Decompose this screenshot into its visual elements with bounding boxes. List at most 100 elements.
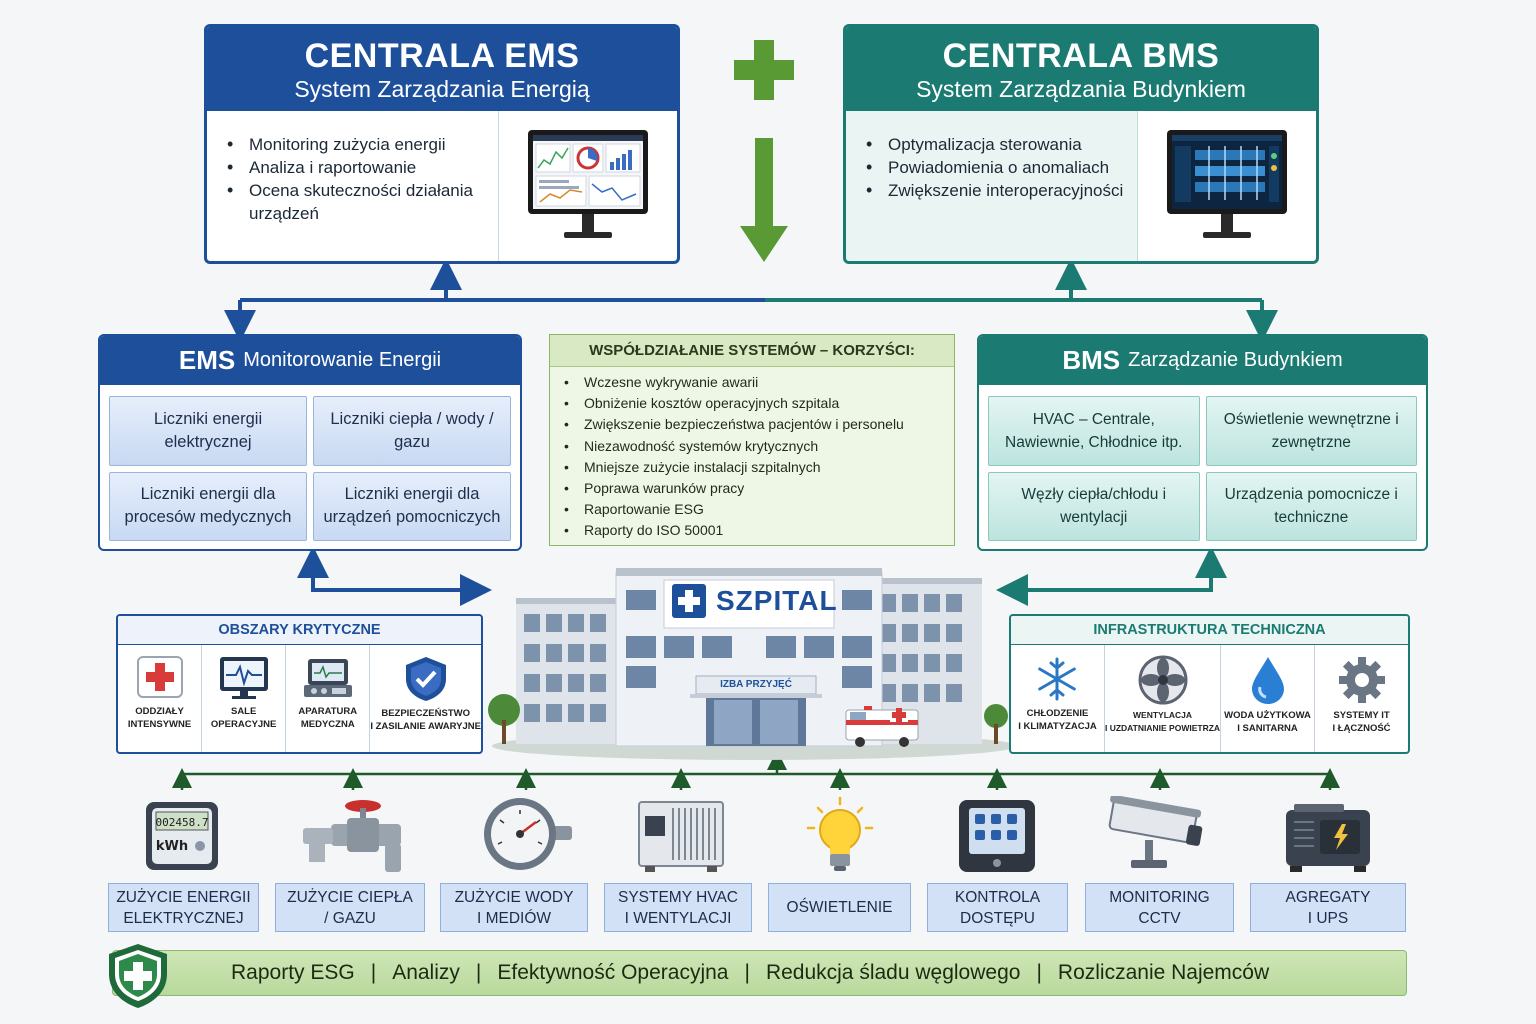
- ems-cell-electric-meters: Liczniki energii elektrycznej: [109, 396, 307, 466]
- ambulance-icon: [845, 706, 919, 747]
- entrance-sign: IZBA PRZYJĘĆ: [720, 679, 792, 690]
- footer-item-tenants: Rozliczanie Najemców: [1057, 961, 1270, 984]
- bms-management-header: BMS Zarządzanie Budynkiem: [979, 336, 1426, 385]
- ems-cell-heat-water-gas-meters: Liczniki ciepła / wody / gazu: [313, 396, 511, 466]
- footer-bar: Raporty ESG | Analizy | Efektywność Oper…: [112, 950, 1407, 996]
- list-item: Raportowanie ESG: [564, 499, 954, 520]
- footer-item-analytics: Analizy: [392, 961, 460, 984]
- hospital-cross-icon: [672, 584, 706, 618]
- cctv-camera-icon: [1105, 795, 1215, 877]
- medical-device-icon: [303, 659, 352, 697]
- ems-monitoring-panel: EMS Monitorowanie Energii Liczniki energ…: [98, 334, 522, 551]
- list-item: Obniżenie kosztów operacyjnych szpitala: [564, 393, 954, 414]
- list-item: Niezawodność systemów krytycznych: [564, 436, 954, 457]
- water-drop-icon: [1251, 657, 1284, 704]
- ems-box-subtitle: Monitorowanie Energii: [243, 349, 442, 371]
- tech-infrastructure-title: INFRASTRUKTURA TECHNICZNA: [1011, 616, 1408, 645]
- list-item: Optymalizacja sterowania: [866, 133, 1127, 156]
- shield-cross-icon: [109, 944, 167, 1008]
- analytics-monitor-icon: [528, 130, 648, 238]
- ems-central-features: Monitoring zużycia energii Analiza i rap…: [207, 111, 499, 261]
- ecg-monitor-icon: [219, 657, 268, 699]
- footer-item-carbon: Redukcja śladu węglowego: [765, 961, 1021, 984]
- benefits-title: WSPÓŁDZIAŁANIE SYSTEMÓW – KORZYŚCI:: [550, 335, 954, 367]
- footer-item-esg: Raporty ESG: [231, 961, 355, 984]
- bms-central-panel: CENTRALA BMS System Zarządzania Budynkie…: [843, 24, 1319, 264]
- generator-icon: [1273, 795, 1383, 877]
- list-item: Powiadomienia o anomaliach: [866, 156, 1127, 179]
- ems-central-panel: CENTRALA EMS System Zarządzania Energią …: [204, 24, 680, 264]
- hospital-sign-text: SZPITAL: [716, 585, 838, 616]
- ems-cell-medical-process-meters: Liczniki energii dla procesów medycznych: [109, 471, 307, 541]
- bms-cell-hvac: HVAC – Centrale, Nawiewnie, Chłodnice it…: [988, 396, 1200, 466]
- device-label-heat-gas: ZUŻYCIE CIEPŁA/ GAZU: [275, 883, 425, 932]
- bms-central-subtitle: System Zarządzania Budynkiem: [916, 76, 1246, 102]
- light-bulb-icon: [785, 795, 895, 877]
- pressure-gauge-icon: [471, 795, 581, 877]
- footer-separator: |: [370, 961, 377, 984]
- meter-unit: kWh: [156, 839, 188, 854]
- footer-separator: |: [475, 961, 482, 984]
- bms-central-header: CENTRALA BMS System Zarządzania Budynkie…: [846, 27, 1316, 111]
- ems-monitoring-header: EMS Monitorowanie Energii: [100, 336, 520, 385]
- ems-central-title: CENTRALA EMS: [304, 37, 580, 75]
- green-down-arrow-icon: [740, 138, 788, 262]
- critical-areas-title: OBSZARY KRYTYCZNE: [118, 616, 481, 645]
- monitor-cross-icon: [136, 656, 183, 698]
- list-item: Monitoring zużycia energii: [227, 133, 488, 156]
- snowflake-icon: [1038, 657, 1077, 701]
- hospital-sign: SZPITAL: [672, 584, 838, 618]
- ems-box-title: EMS: [178, 345, 236, 375]
- bms-cell-lighting: Oświetlenie wewnętrzne i zewnętrzne: [1205, 396, 1417, 466]
- scada-monitor-icon: [1167, 130, 1287, 238]
- hvac-unit-icon: [626, 795, 736, 877]
- bms-central-features: Optymalizacja sterowania Powiadomienia o…: [846, 111, 1138, 261]
- bms-cell-auxiliary-devices: Urządzenia pomocnicze i techniczne: [1205, 471, 1417, 541]
- ems-cell-auxiliary-meters: Liczniki energii dla urządzeń pomocniczy…: [313, 471, 511, 541]
- list-item: Wczesne wykrywanie awarii: [564, 372, 954, 393]
- valve-tap-icon: [298, 795, 408, 877]
- meter-digits: 002458.7: [156, 816, 209, 829]
- benefits-panel: WSPÓŁDZIAŁANIE SYSTEMÓW – KORZYŚCI: Wcze…: [549, 334, 955, 546]
- gear-icon: [1338, 657, 1385, 703]
- shield-check-icon: [405, 657, 446, 701]
- electric-meter-icon: 002458.7 kWh: [127, 795, 237, 877]
- benefits-list: Wczesne wykrywanie awarii Obniżenie kosz…: [550, 367, 954, 542]
- list-item: Poprawa warunków pracy: [564, 478, 954, 499]
- footer-separator: |: [744, 961, 750, 984]
- list-item: Ocena skuteczności działania urządzeń: [227, 179, 488, 225]
- device-label-lighting: OŚWIETLENIE: [768, 883, 911, 932]
- green-cross-icon: [734, 40, 794, 100]
- access-panel-icon: [942, 795, 1052, 877]
- bms-central-title: CENTRALA BMS: [942, 37, 1220, 75]
- footer-item-efficiency: Efektywność Operacyjna: [497, 961, 729, 984]
- list-item: Analiza i raportowanie: [227, 156, 488, 179]
- list-item: Mniejsze zużycie instalacji szpitalnych: [564, 457, 954, 478]
- footer-separator: |: [1036, 961, 1042, 984]
- fan-icon: [1138, 655, 1188, 705]
- ems-central-subtitle: System Zarządzania Energią: [294, 76, 590, 102]
- list-item: Raporty do ISO 50001: [564, 520, 954, 541]
